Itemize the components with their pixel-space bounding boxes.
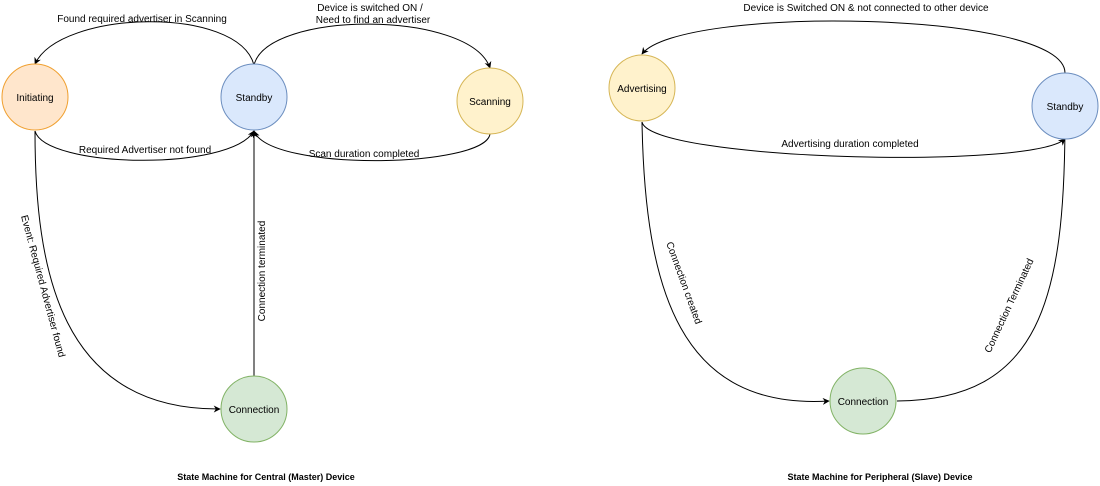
label-device-on-line1: Device is switched ON / xyxy=(317,3,423,14)
state-scanning: Scanning xyxy=(456,67,524,135)
state-standby-central-label: Standby xyxy=(236,93,273,104)
state-advertising: Advertising xyxy=(608,54,676,122)
state-connection-peripheral-label: Connection xyxy=(838,397,889,408)
label-connection-created: Connection created xyxy=(663,241,703,326)
state-standby-peripheral: Standby xyxy=(1031,72,1099,140)
state-connection-central-label: Connection xyxy=(229,405,280,416)
edge-advertising-to-connection xyxy=(641,121,830,405)
state-standby-peripheral-shape xyxy=(1031,72,1099,140)
peripheral-state-machine: Advertising Standby Connection Device is… xyxy=(608,3,1099,482)
edge-connection-to-standby xyxy=(896,117,1069,402)
caption-peripheral: State Machine for Peripheral (Slave) Dev… xyxy=(787,472,972,482)
edge-scanning-to-standby xyxy=(253,130,491,162)
edge-initiating-to-connection xyxy=(34,130,221,413)
label-device-on-peripheral: Device is Switched ON & not connected to… xyxy=(743,3,989,14)
state-connection-peripheral: Connection xyxy=(829,367,897,435)
state-connection-central-shape xyxy=(220,375,288,443)
state-advertising-shape xyxy=(608,54,676,122)
edge-standby-to-advertising xyxy=(641,20,1066,74)
state-connection-central: Connection xyxy=(220,375,288,443)
state-initiating-label: Initiating xyxy=(16,93,53,104)
label-device-on-line2: Need to find an advertiser xyxy=(316,15,431,26)
edge-standby-to-initiating xyxy=(34,21,255,66)
state-scanning-shape xyxy=(456,67,524,135)
label-advertising-completed: Advertising duration completed xyxy=(781,139,918,150)
label-scan-completed: Scan duration completed xyxy=(309,149,420,160)
edge-standby-to-scanning xyxy=(253,23,492,69)
edge-initiating-to-standby xyxy=(34,130,255,161)
state-standby-central-shape xyxy=(220,63,288,131)
label-connection-terminated-central: Connection terminated xyxy=(257,221,268,322)
caption-central: State Machine for Central (Master) Devic… xyxy=(177,472,355,482)
label-connection-terminated-peripheral: Connection Terminated xyxy=(983,257,1036,355)
state-standby-central: Standby xyxy=(220,63,288,131)
state-initiating-shape xyxy=(1,63,69,131)
state-advertising-label: Advertising xyxy=(617,84,666,95)
state-connection-peripheral-shape xyxy=(829,367,897,435)
label-found-advertiser: Found required advertiser in Scanning xyxy=(57,14,227,25)
state-initiating: Initiating xyxy=(1,63,69,131)
central-state-machine: Initiating Standby Scanning Connection F… xyxy=(1,3,524,482)
label-advertiser-not-found: Required Advertiser not found xyxy=(79,145,211,156)
edge-advertising-to-standby xyxy=(641,121,1066,158)
state-standby-peripheral-label: Standby xyxy=(1047,102,1084,113)
state-scanning-label: Scanning xyxy=(469,97,511,108)
label-event-found: Event: Required Advertiser found xyxy=(18,214,67,359)
